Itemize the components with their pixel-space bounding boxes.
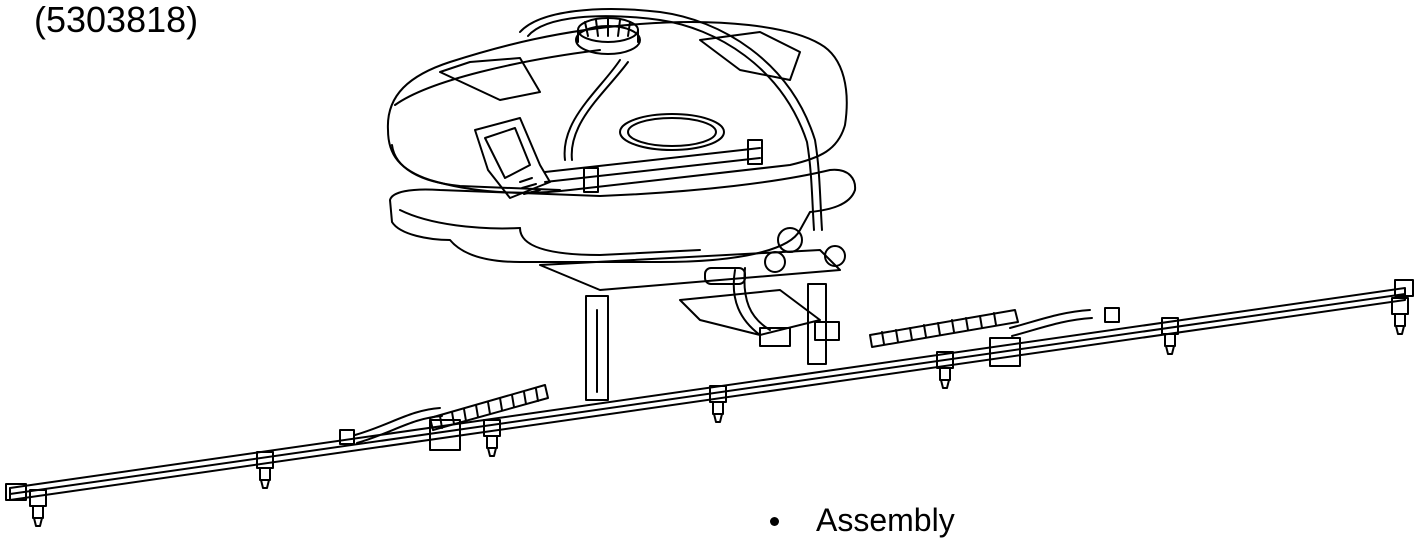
nozzle (1161, 317, 1179, 355)
nozzle (1391, 297, 1409, 335)
sprayer-illustration (5, 8, 1414, 527)
part-number-label: (5303818) (34, 0, 199, 40)
nozzle (483, 419, 501, 457)
nozzle (29, 489, 47, 527)
tank (386, 8, 857, 263)
bullet-list: Assembly (770, 500, 955, 540)
nozzles (29, 297, 1409, 527)
boom-bar (5, 279, 1414, 501)
bullet-dot (770, 517, 779, 526)
nozzle (709, 385, 727, 423)
nozzle (936, 351, 954, 389)
nozzle (256, 451, 274, 489)
bullet-text: Assembly (816, 502, 955, 538)
bullet-item-assembly: Assembly (770, 500, 955, 540)
mount-bracket (539, 227, 846, 401)
